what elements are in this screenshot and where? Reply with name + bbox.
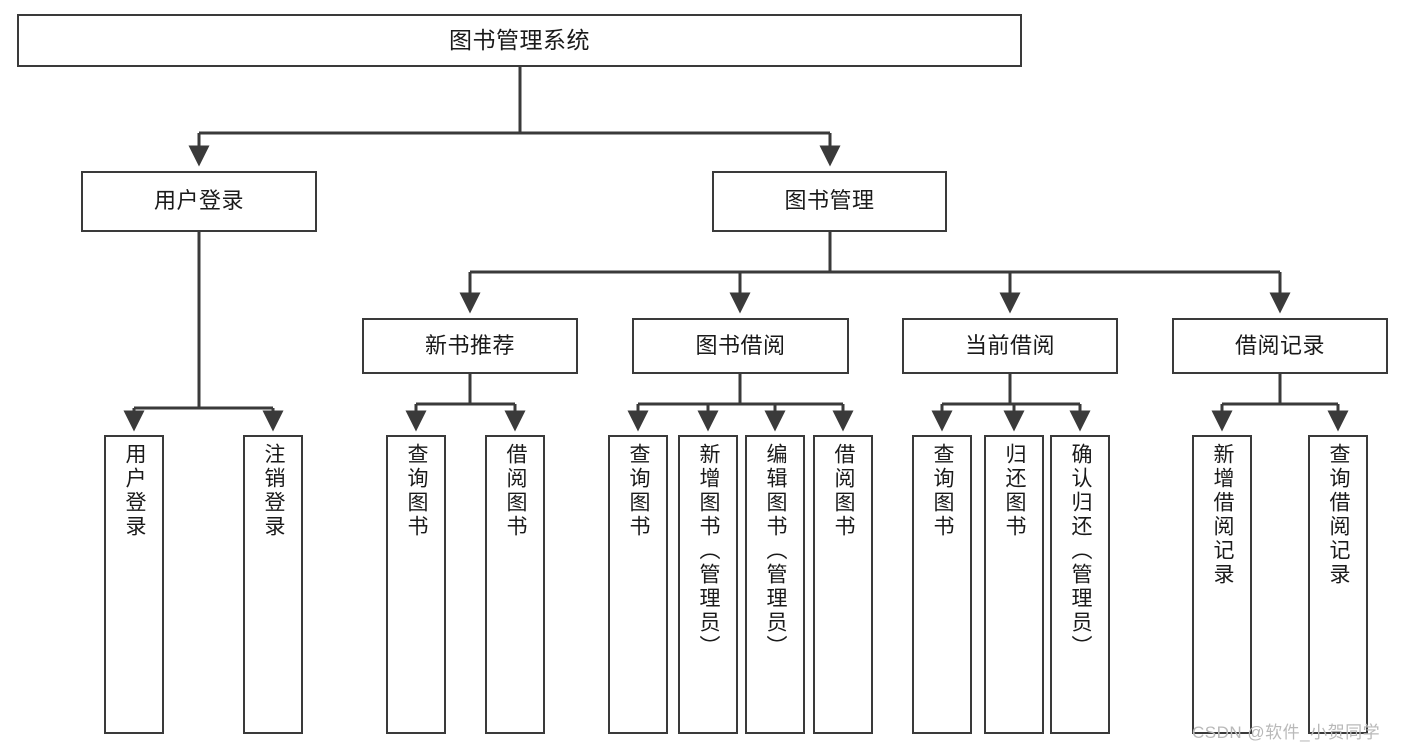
node-leaf-edit-book[interactable]: 编辑图书（管理员） xyxy=(745,435,805,734)
node-leaf-query-book-2-label: 查询图书 xyxy=(627,443,651,539)
node-leaf-borrow-book-2-label: 借阅图书 xyxy=(832,443,856,539)
node-borrow-record-label: 借阅记录 xyxy=(1234,332,1325,358)
node-leaf-add-record-label: 新增借阅记录 xyxy=(1211,443,1235,587)
node-leaf-confirm-return[interactable]: 确认归还（管理员） xyxy=(1050,435,1110,734)
node-book-borrow-label: 图书借阅 xyxy=(695,332,786,358)
node-user-login[interactable]: 用户登录 xyxy=(81,171,317,232)
node-leaf-borrow-book-2[interactable]: 借阅图书 xyxy=(813,435,873,734)
node-leaf-add-record[interactable]: 新增借阅记录 xyxy=(1192,435,1252,734)
csdn-watermark: CSDN @软件_小贺同学 xyxy=(1192,723,1381,742)
node-book-borrow[interactable]: 图书借阅 xyxy=(632,318,849,374)
node-leaf-borrow-book-1[interactable]: 借阅图书 xyxy=(485,435,545,734)
node-new-book-rec-label: 新书推荐 xyxy=(424,332,515,358)
node-leaf-query-book-3[interactable]: 查询图书 xyxy=(912,435,972,734)
node-leaf-query-book-3-label: 查询图书 xyxy=(931,443,955,539)
node-new-book-rec[interactable]: 新书推荐 xyxy=(362,318,578,374)
node-book-manage-label: 图书管理 xyxy=(784,188,875,214)
node-current-borrow-label: 当前借阅 xyxy=(964,332,1055,358)
node-leaf-edit-book-label: 编辑图书（管理员） xyxy=(764,443,788,659)
node-leaf-borrow-book-1-label: 借阅图书 xyxy=(504,443,528,539)
node-leaf-user-login[interactable]: 用户登录 xyxy=(104,435,164,734)
node-leaf-user-login-label: 用户登录 xyxy=(123,443,147,539)
node-leaf-query-book-1-label: 查询图书 xyxy=(405,443,429,539)
node-root-label: 图书管理系统 xyxy=(449,26,590,53)
node-borrow-record[interactable]: 借阅记录 xyxy=(1172,318,1388,374)
node-leaf-query-record-label: 查询借阅记录 xyxy=(1327,443,1351,587)
node-user-login-label: 用户登录 xyxy=(153,188,244,214)
node-leaf-query-record[interactable]: 查询借阅记录 xyxy=(1308,435,1368,734)
node-leaf-logout-label: 注销登录 xyxy=(262,443,286,539)
node-leaf-add-book[interactable]: 新增图书（管理员） xyxy=(678,435,738,734)
node-leaf-logout[interactable]: 注销登录 xyxy=(243,435,303,734)
node-leaf-add-book-label: 新增图书（管理员） xyxy=(697,443,721,659)
node-leaf-return-book-label: 归还图书 xyxy=(1003,443,1027,539)
node-leaf-return-book[interactable]: 归还图书 xyxy=(984,435,1044,734)
node-leaf-confirm-return-label: 确认归还（管理员） xyxy=(1069,443,1093,659)
node-root[interactable]: 图书管理系统 xyxy=(17,14,1022,67)
node-current-borrow[interactable]: 当前借阅 xyxy=(902,318,1118,374)
node-book-manage[interactable]: 图书管理 xyxy=(712,171,947,232)
node-leaf-query-book-1[interactable]: 查询图书 xyxy=(386,435,446,734)
node-leaf-query-book-2[interactable]: 查询图书 xyxy=(608,435,668,734)
